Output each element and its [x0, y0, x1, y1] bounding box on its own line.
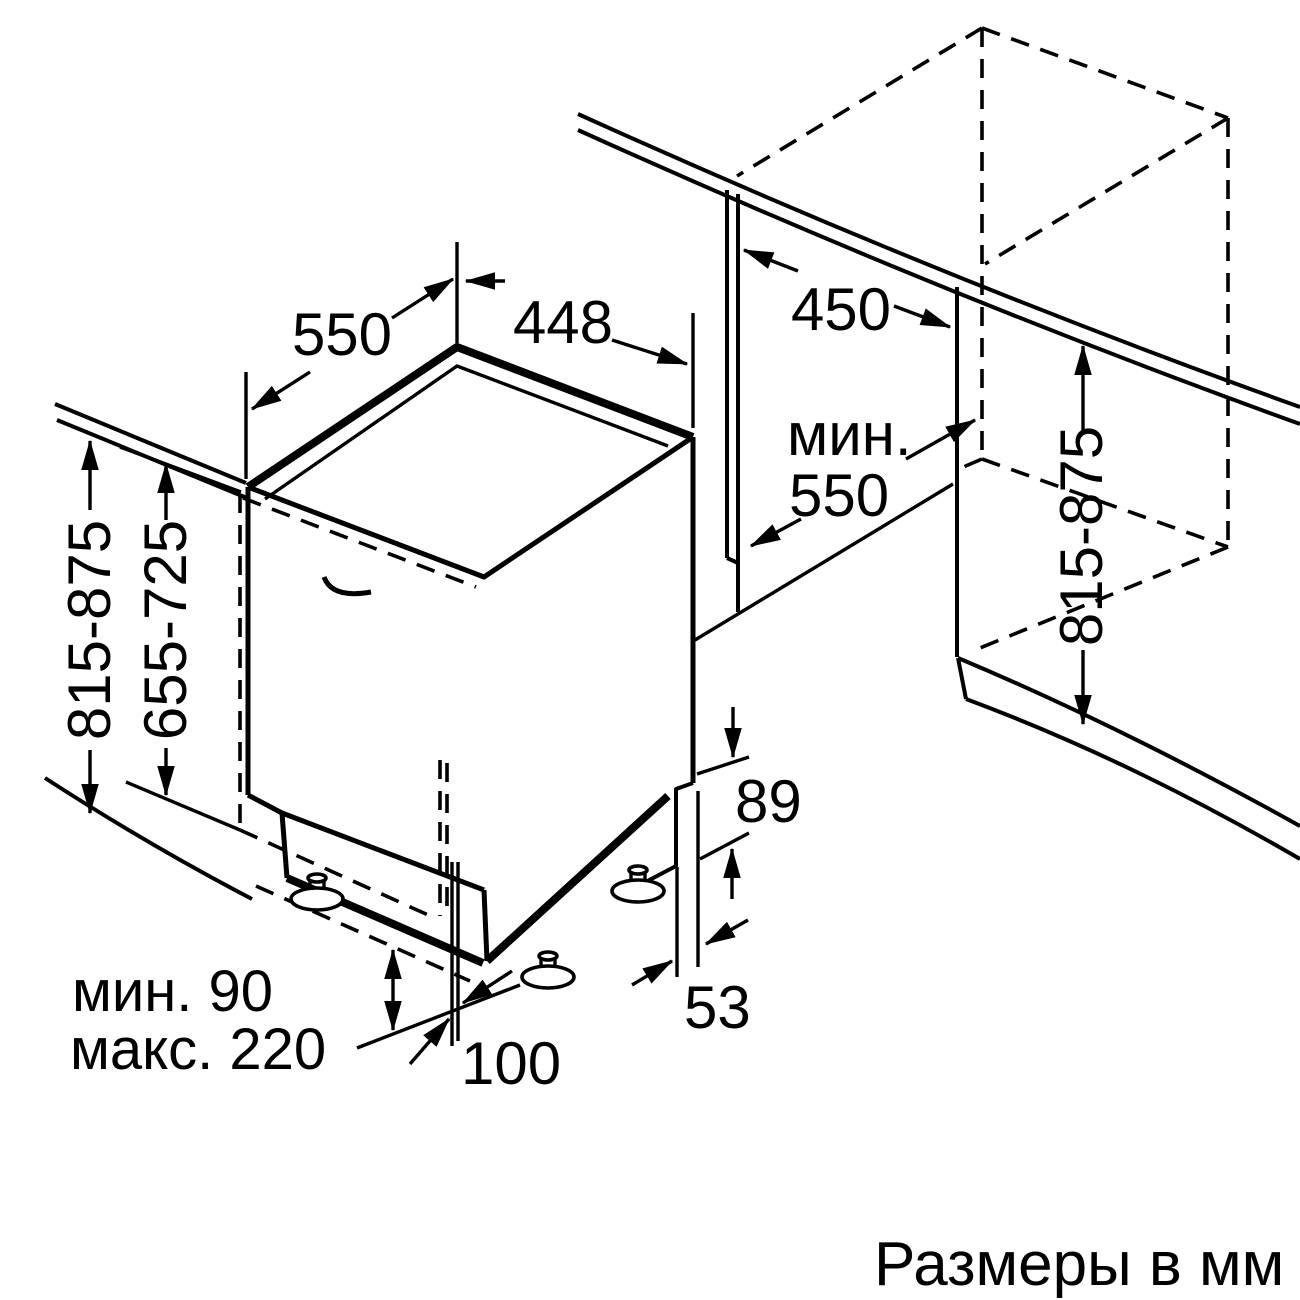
- tick-line: [696, 755, 750, 776]
- dim-53-label: 53: [684, 974, 751, 1041]
- dim-min-word: мин.: [787, 401, 912, 468]
- base-cabinet-top-edge: [957, 656, 1300, 828]
- dim-niche-height: 815-875: [1048, 344, 1115, 726]
- arrow: [893, 304, 952, 329]
- foot-stem-top: [627, 864, 649, 876]
- foot-base: [610, 878, 666, 904]
- dim-depth-label: 550: [292, 301, 392, 368]
- dim-height-right-label: 815-875: [1048, 426, 1115, 646]
- front-corner-edge: [481, 889, 490, 962]
- floor-front-edge: [974, 545, 1229, 652]
- base-cabinet-left-edge: [956, 657, 968, 700]
- arrow: [391, 277, 455, 320]
- left-scene: 550 448 815-875 655-725 мин. 90 макс. 22…: [43, 242, 802, 1097]
- dim-rear-step: 89: [696, 707, 802, 899]
- base-cabinet-bottom-edge: [965, 697, 1300, 861]
- foot-stem-top: [537, 950, 559, 962]
- niche-dashed-box: [736, 26, 1230, 652]
- floor-front-line: [356, 983, 521, 1050]
- dim-width-label: 448: [513, 289, 613, 356]
- dim-rear-offset: 53: [631, 791, 751, 1041]
- dim-plinth-recess: 100: [408, 862, 561, 1097]
- decor-panel-bottom-dashed: [239, 828, 438, 921]
- arrow: [461, 969, 513, 1005]
- tick-line: [699, 831, 750, 861]
- dim-appliance-depth: 550: [244, 242, 459, 479]
- units-caption: Размеры в мм: [874, 1230, 1284, 1299]
- countertop-edge-top: [54, 402, 247, 485]
- dim-100-label: 100: [461, 1030, 561, 1097]
- dishwasher-body: [238, 343, 696, 990]
- decor-panel-top-dashed: [242, 496, 477, 589]
- ceiling-right-edge: [981, 26, 1229, 120]
- dim-appliance-height: 815-875: [56, 439, 123, 815]
- foot-base: [289, 886, 345, 912]
- arrow: [631, 959, 674, 987]
- adjustable-foot-rear: [610, 864, 666, 904]
- arrow: [905, 418, 977, 461]
- right-rear-step: [637, 781, 694, 888]
- arrow: [408, 1017, 451, 1066]
- adjustable-foot-front: [520, 950, 576, 990]
- floor-left-edge: [953, 457, 983, 473]
- dim-89-label: 89: [735, 768, 802, 835]
- right-scene: 450 мин. 550 815-875: [577, 26, 1300, 861]
- arrow: [704, 918, 749, 946]
- arrow: [749, 517, 802, 548]
- countertop-edge-bottom: [577, 128, 1300, 426]
- floor-back-edge: [981, 457, 1229, 549]
- ceiling-front-edge: [984, 116, 1229, 266]
- dim-450-label: 450: [791, 276, 891, 343]
- panel-bottom-extension-line: [125, 780, 241, 832]
- dim-min-550-label: 550: [789, 462, 889, 529]
- adjustable-foot-left: [289, 872, 345, 912]
- dim-panel-height: 655-725: [132, 462, 199, 797]
- foot-base: [520, 964, 576, 990]
- plinth-max-label: макс. 220: [70, 1017, 326, 1082]
- dim-plinth-height: мин. 90 макс. 220: [70, 948, 521, 1082]
- partition-wall-bottom: [726, 556, 739, 565]
- dim-niche-depth: мин. 550: [749, 401, 977, 548]
- foot-stem-top: [306, 872, 328, 884]
- dim-panel-height-label: 655-725: [132, 520, 199, 740]
- arrow: [742, 248, 799, 273]
- dim-height-left-label: 815-875: [56, 520, 123, 740]
- countertop-edge-top: [577, 112, 1300, 409]
- dim-niche-width: 450: [742, 248, 952, 343]
- plinth-min-label: мин. 90: [72, 959, 273, 1024]
- top-face-front-edges: [247, 434, 695, 580]
- plinth-min-line-dashed: [255, 884, 471, 983]
- base-bottom-right-edge: [484, 793, 671, 964]
- panel-top-extension-line: [119, 445, 242, 494]
- ceiling-left-edge: [736, 26, 983, 178]
- door-handle: [321, 575, 372, 597]
- top-face-inner-rim: [264, 364, 669, 501]
- arrow: [611, 338, 689, 366]
- dim-appliance-width: 448: [464, 272, 695, 428]
- top-face-back-edges: [245, 343, 695, 491]
- floor-line-right: [694, 482, 954, 642]
- floor-line: [43, 776, 253, 901]
- base-left-edge: [279, 812, 290, 879]
- arrow: [250, 370, 311, 411]
